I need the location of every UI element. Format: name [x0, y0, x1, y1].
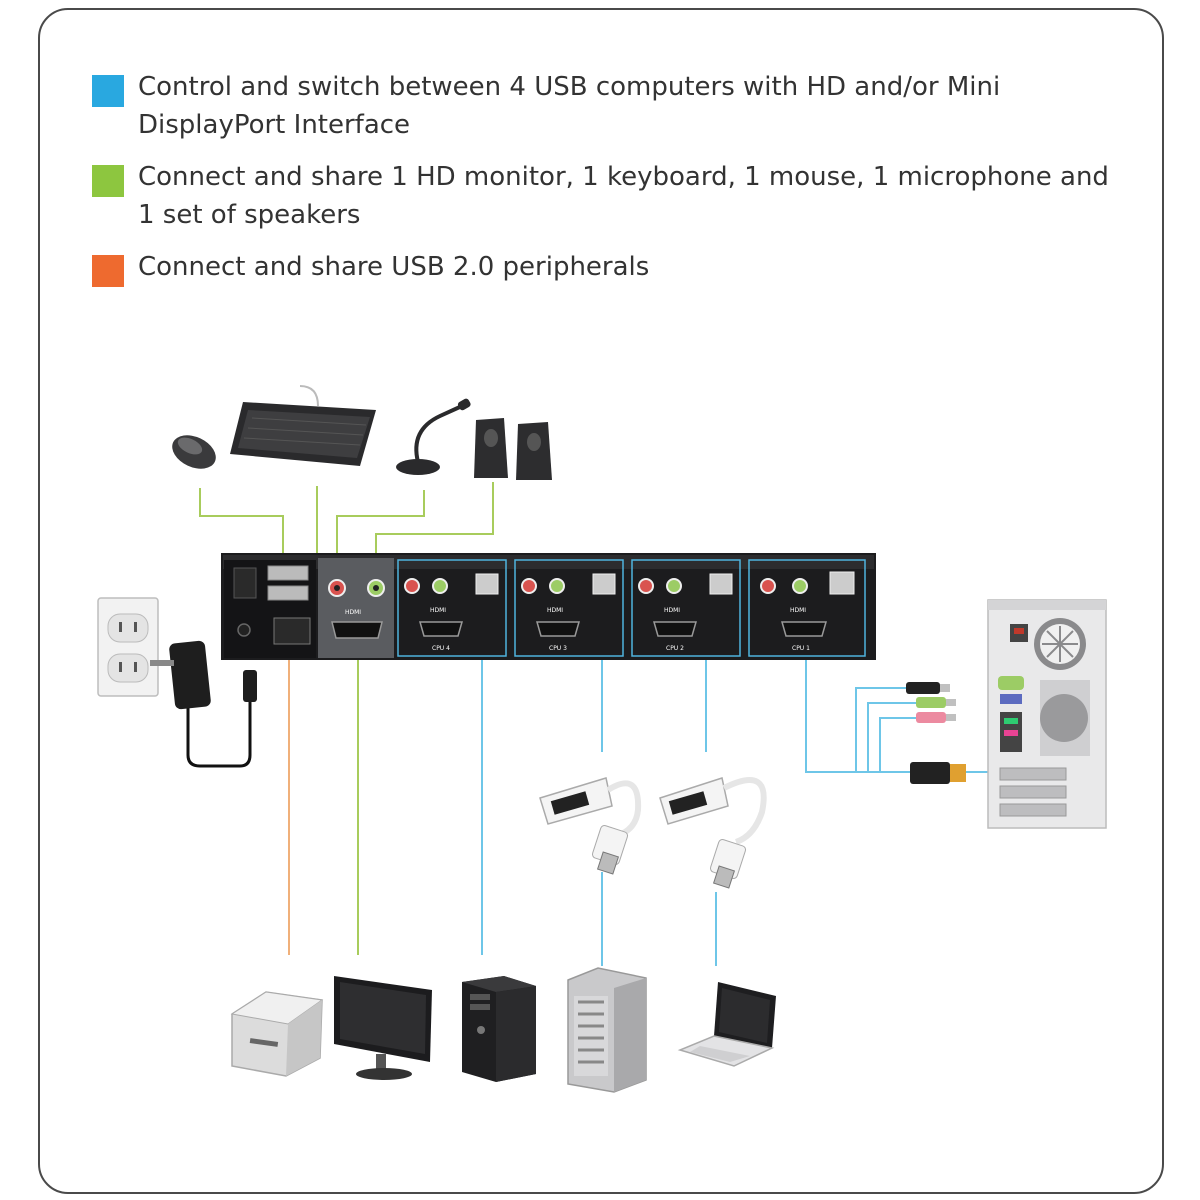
keyboard-icon — [230, 385, 376, 466]
desktop-computer-icon — [987, 599, 1107, 829]
dc-jack-icon — [237, 623, 251, 637]
mouse-icon — [172, 435, 216, 469]
mac-pro-icon — [567, 967, 647, 1093]
mini-displayport-adapter-icon — [659, 777, 767, 889]
cpu1-label: CPU 1 — [792, 645, 810, 652]
legend-item-console: Connect and share 1 HD monitor, 1 keyboa… — [92, 158, 1132, 234]
legend-item-usb: Connect and share USB 2.0 peripherals — [92, 248, 1132, 287]
legend-text-computers: Control and switch between 4 USB compute… — [138, 72, 1001, 140]
hdmi-plug — [910, 762, 966, 784]
cpu-port-group-3: HDMI CPU 3 — [514, 559, 624, 657]
cpu-port-group-2: HDMI CPU 2 — [631, 559, 741, 657]
orange-swatch — [92, 255, 124, 287]
tower-pc-icon — [462, 976, 536, 1082]
console-ports: HDMI — [318, 558, 394, 658]
console-hdmi-port — [331, 621, 383, 639]
cpu-port-group-1: HDMI CPU 1 — [748, 559, 866, 657]
cpu3-label: CPU 3 — [549, 645, 567, 652]
monitor-icon — [334, 976, 432, 1080]
legend: Control and switch between 4 USB compute… — [92, 68, 1132, 300]
laptop-icon — [677, 982, 776, 1067]
wall-outlet-icon — [97, 597, 159, 697]
audio-plugs — [906, 682, 956, 723]
green-console-lines — [199, 482, 494, 955]
legend-item-computers: Control and switch between 4 USB compute… — [92, 68, 1132, 144]
mini-displayport-adapter-icon — [539, 777, 642, 875]
microphone-icon — [396, 398, 471, 475]
blue-swatch — [92, 75, 124, 107]
usb-2-port — [273, 617, 311, 645]
cpu-port-group-4: HDMI CPU 4 — [397, 559, 507, 657]
cpu4-hdmi-label: HDMI — [430, 607, 446, 614]
cpu1-hdmi-label: HDMI — [790, 607, 806, 614]
cpu2-label: CPU 2 — [666, 645, 684, 652]
power-adapter-icon — [150, 640, 257, 710]
cpu2-hdmi-label: HDMI — [664, 607, 680, 614]
console-hdmi-label: HDMI — [345, 609, 361, 616]
cpu4-label: CPU 4 — [432, 645, 450, 652]
power-cord — [186, 700, 252, 768]
speakers-icon — [474, 418, 552, 480]
green-swatch — [92, 165, 124, 197]
usb-hub-port-1 — [267, 565, 309, 581]
kvm-switch: HDMI HDMI CPU 4 HDMI CPU 3 — [221, 553, 876, 660]
legend-text-usb: Connect and share USB 2.0 peripherals — [138, 252, 650, 282]
usb-hub-port-2 — [267, 585, 309, 601]
printer-icon — [230, 991, 324, 1077]
cpu3-hdmi-label: HDMI — [547, 607, 563, 614]
legend-text-console: Connect and share 1 HD monitor, 1 keyboa… — [138, 162, 1109, 230]
